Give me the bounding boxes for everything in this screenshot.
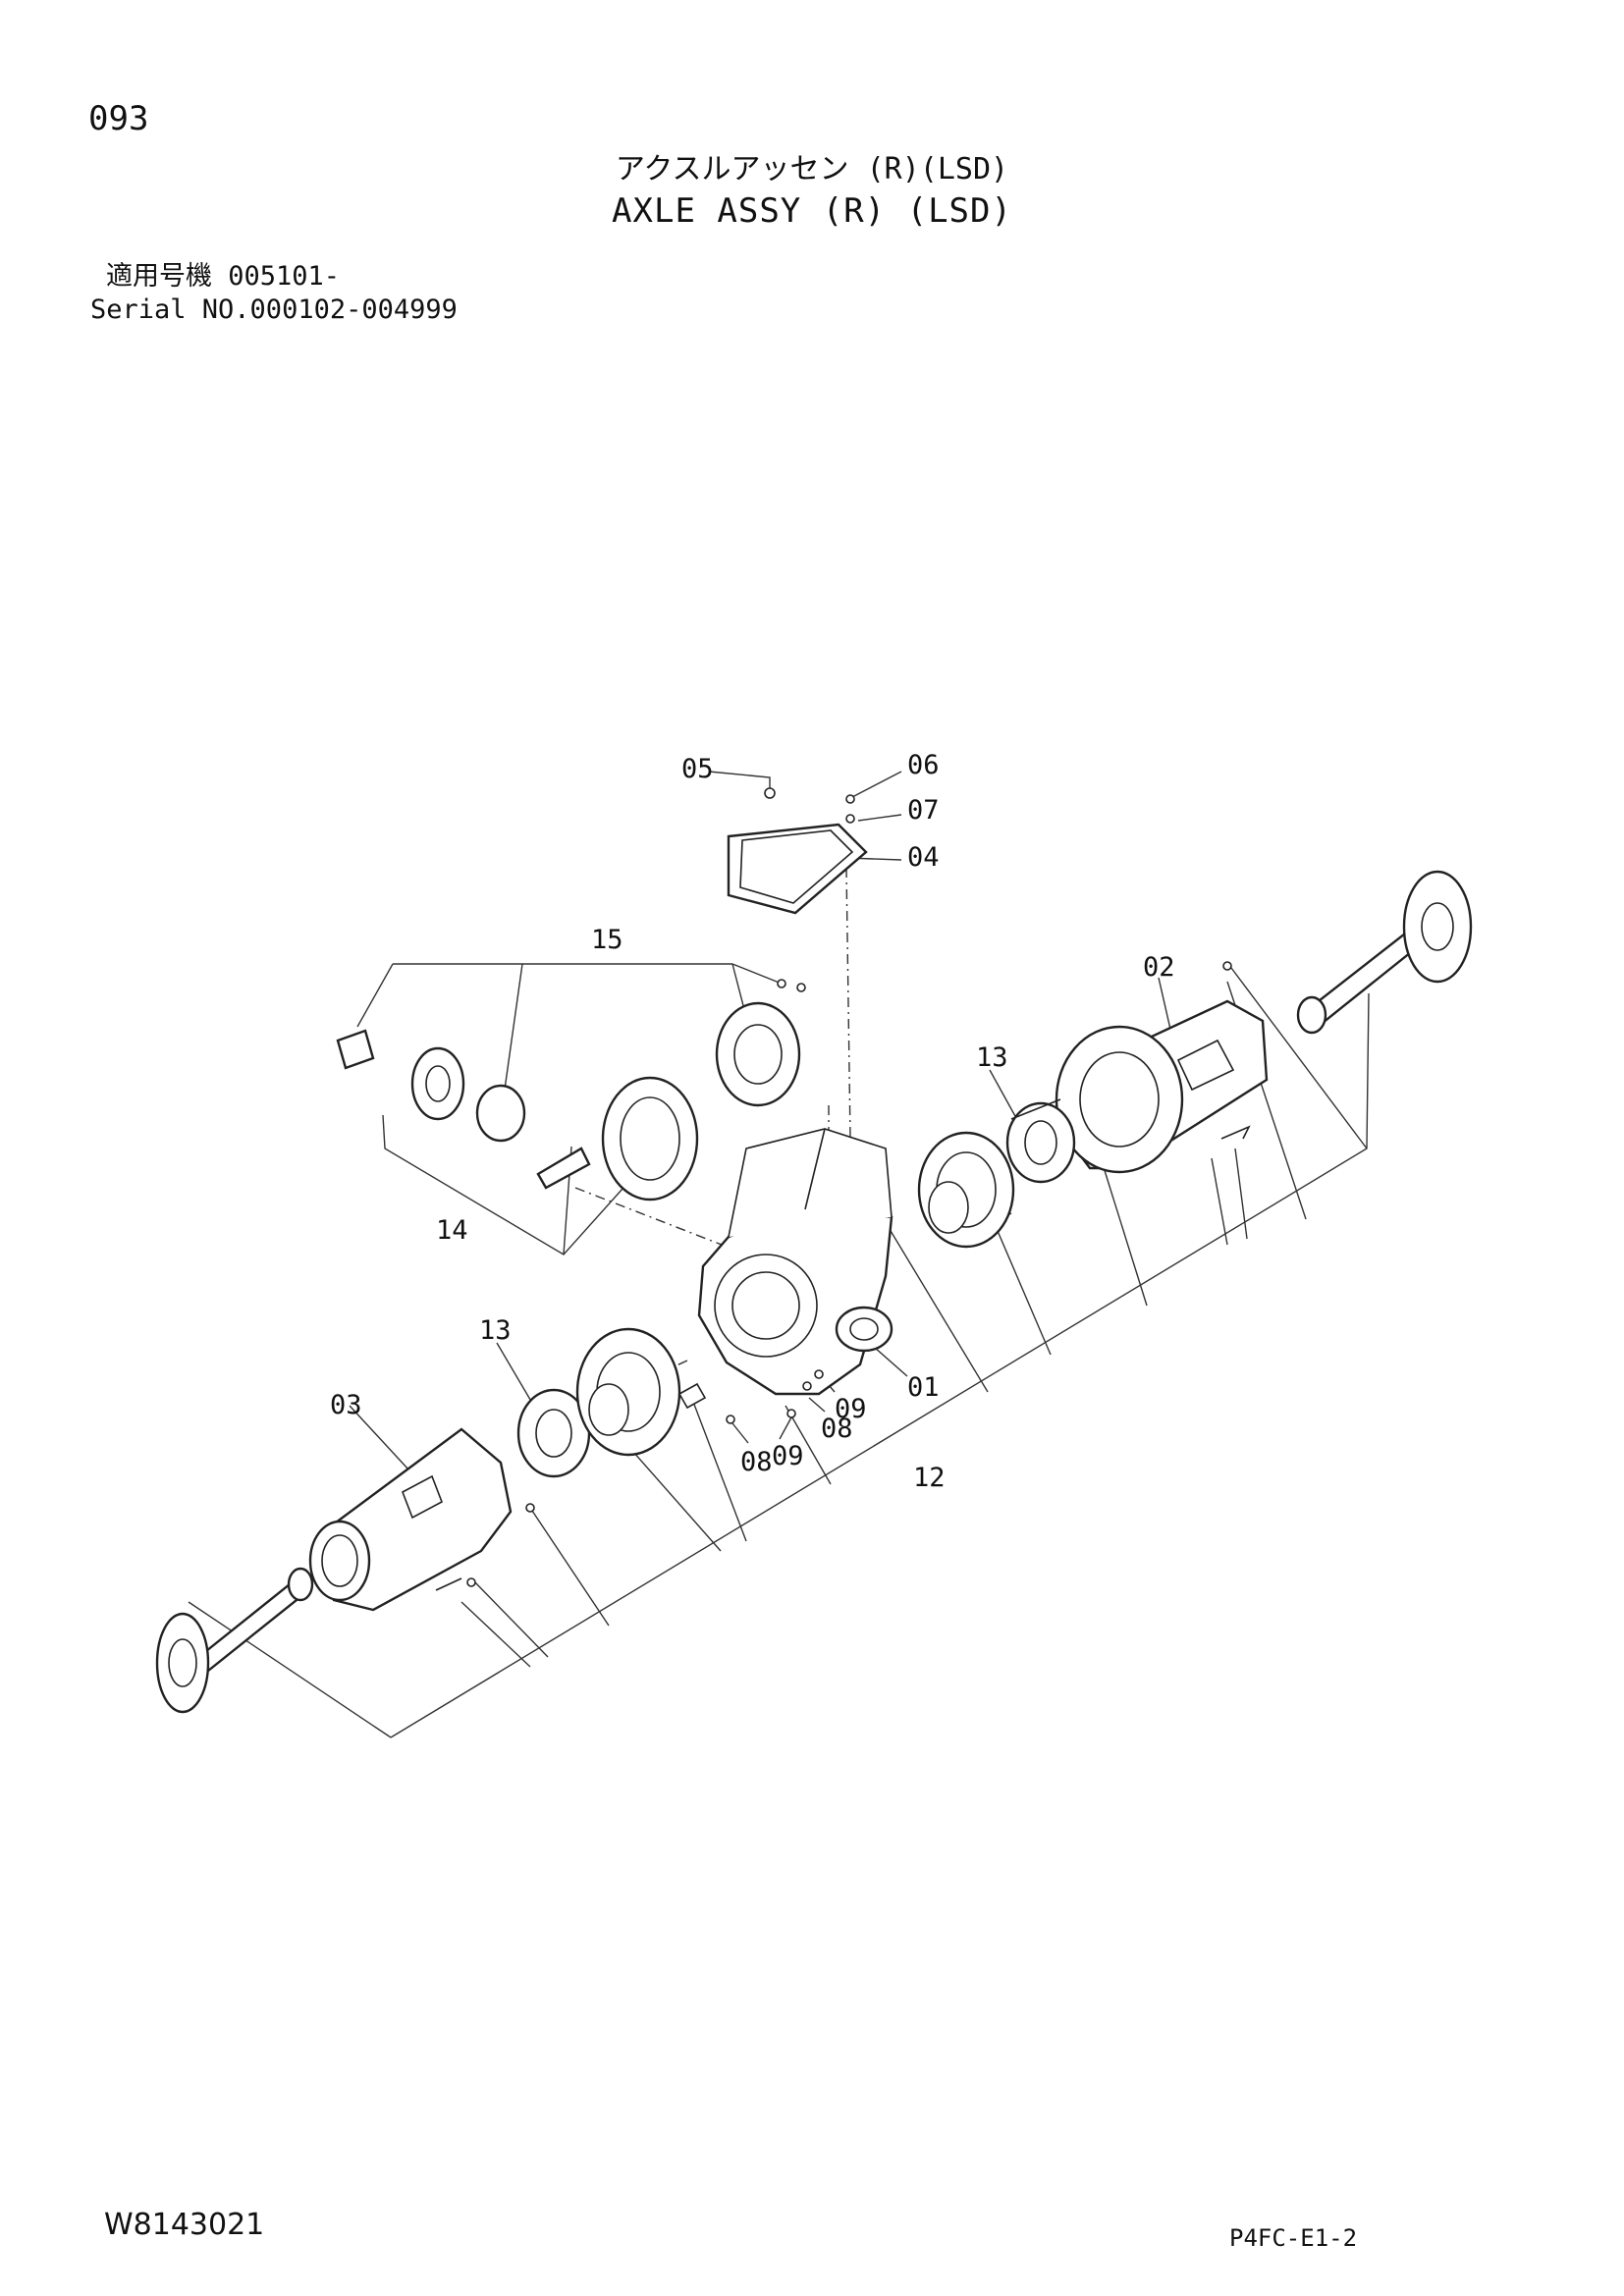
document-number: W8143021 xyxy=(104,2208,265,2242)
differential-housing-01 xyxy=(697,1128,893,1424)
callout-09-right: 09 xyxy=(835,1394,867,1424)
callout-02: 02 xyxy=(1143,952,1175,983)
brake-pack-upper xyxy=(917,1131,1015,1249)
callout-15: 15 xyxy=(591,925,623,955)
brake-pack-lower xyxy=(575,1327,707,1457)
callout-09-left: 09 xyxy=(772,1441,804,1471)
callout-14: 14 xyxy=(436,1215,468,1246)
callout-13-lower: 13 xyxy=(479,1315,512,1346)
callout-07: 07 xyxy=(907,795,940,826)
axle-housing-right-02 xyxy=(1055,961,1269,1174)
callout-08-left: 08 xyxy=(740,1447,773,1477)
axle-shaft-right xyxy=(1296,870,1473,1035)
callout-04: 04 xyxy=(907,842,940,873)
differential-carrier-lower-13 xyxy=(516,1388,591,1478)
serial-number-range: Serial NO.000102-004999 xyxy=(90,294,458,325)
callout-13-upper: 13 xyxy=(976,1042,1008,1073)
axle-housing-left-03 xyxy=(308,1427,535,1612)
callout-05: 05 xyxy=(681,754,714,784)
applicable-serial-japanese: 適用号機 005101- xyxy=(106,261,341,292)
page-title-japanese: アクスルアッセン (R)(LSD) xyxy=(615,152,1009,187)
callout-06: 06 xyxy=(907,750,940,780)
callout-12: 12 xyxy=(913,1463,946,1493)
part-callouts: 05 06 07 04 15 02 13 14 13 01 09 08 03 0… xyxy=(330,750,1175,1493)
pinion-assembly-15 xyxy=(336,979,806,1201)
callout-08-right: 08 xyxy=(821,1414,853,1444)
page-title-english: AXLE ASSY (R) (LSD) xyxy=(612,191,1012,231)
cover-plate-04 xyxy=(727,787,868,915)
differential-carrier-upper-13 xyxy=(1005,1098,1076,1184)
page-number: 093 xyxy=(88,99,149,138)
callout-01: 01 xyxy=(907,1372,940,1403)
callout-03: 03 xyxy=(330,1390,362,1420)
axle-shaft-left xyxy=(155,1567,314,1714)
page-reference: P4FC-E1-2 xyxy=(1229,2224,1358,2252)
